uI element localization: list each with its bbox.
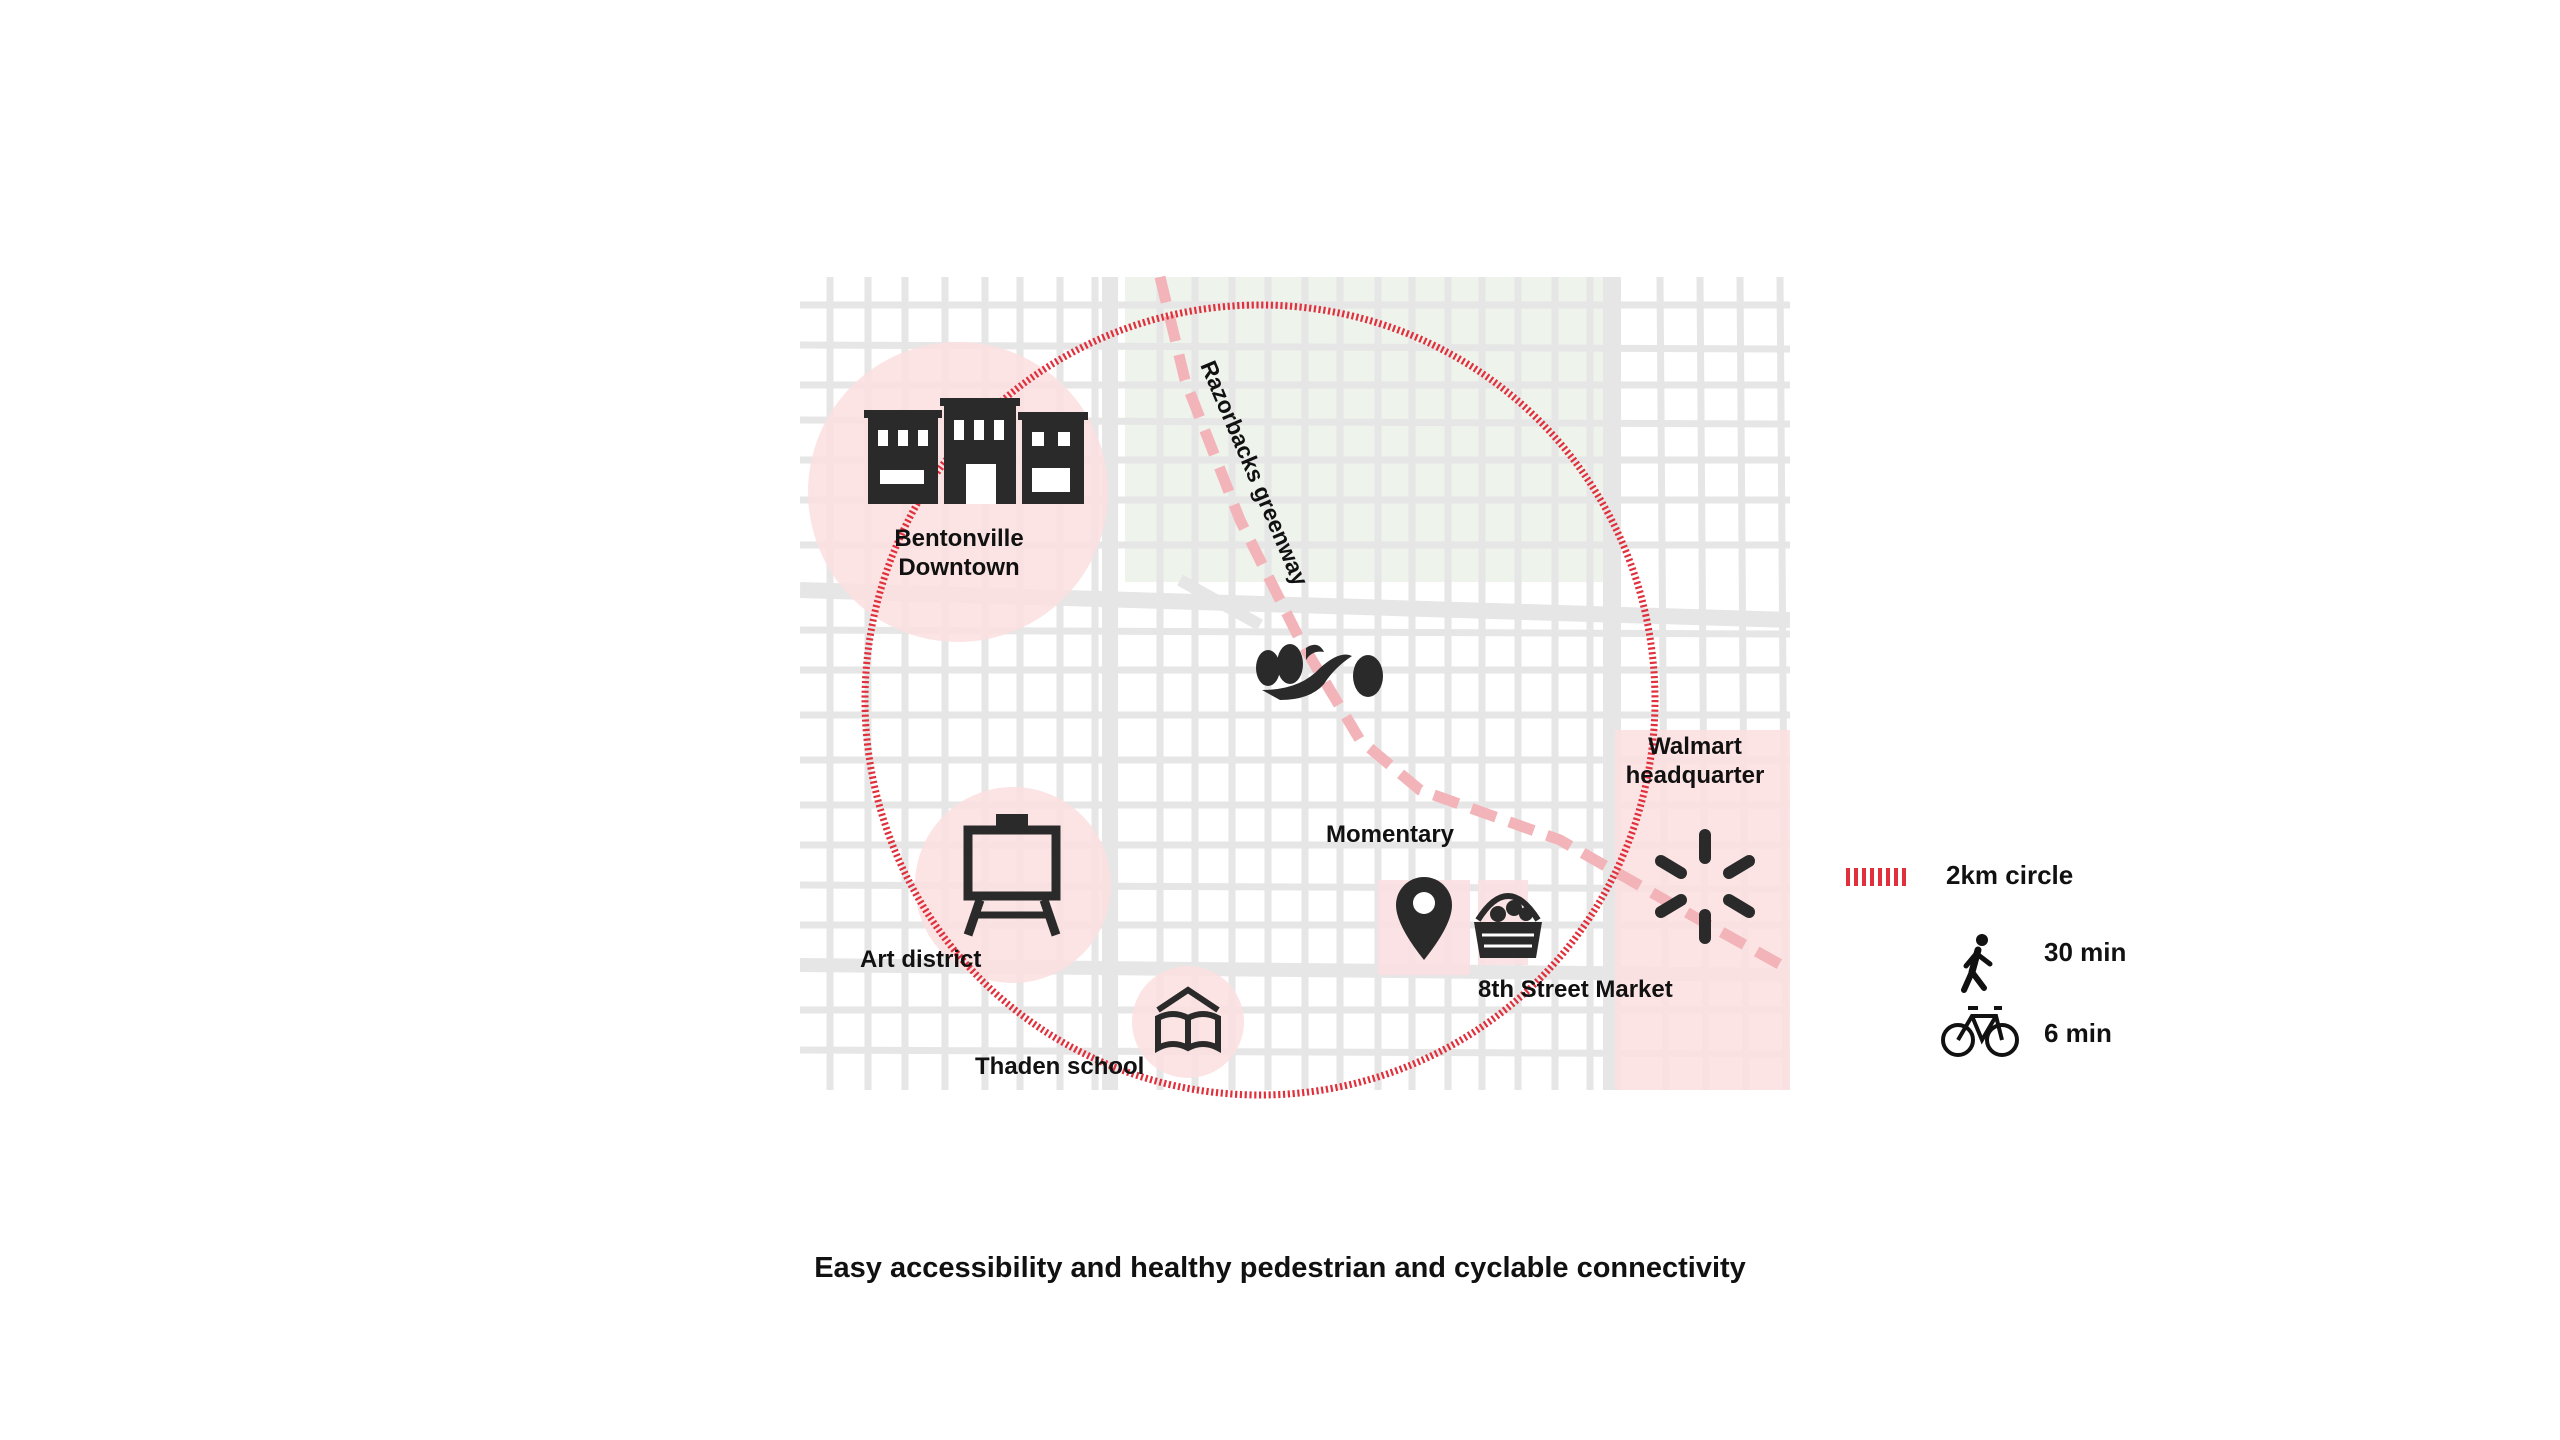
street-grid <box>800 277 1790 1090</box>
figure-caption: Easy accessibility and healthy pedestria… <box>814 1252 1746 1284</box>
easel-icon <box>963 814 1061 937</box>
legend-circle-swatch <box>1846 868 1906 886</box>
two-km-circle <box>861 301 1659 1099</box>
walmart-label-line2: headquarter <box>1625 762 1765 789</box>
park-trees-icon <box>1256 644 1383 700</box>
legend-bike: 6 min <box>2044 1018 2112 1049</box>
major-street-diagonal <box>1177 574 1263 631</box>
storefronts-icon <box>864 398 1088 504</box>
location-pin-icon <box>1396 877 1452 960</box>
pedestrian-icon <box>1961 934 1993 993</box>
downtown-label: Bentonville Downtown <box>852 524 1066 582</box>
legend-walk: 30 min <box>2044 937 2126 968</box>
thaden-school-label: Thaden school <box>975 1053 1145 1080</box>
walmart-label-line1: Walmart <box>1648 733 1742 760</box>
book-icon <box>1155 986 1221 1053</box>
basket-icon <box>1474 893 1542 958</box>
bicycle-icon <box>1941 1006 2019 1057</box>
walmart-spark-icon <box>1655 829 1755 944</box>
momentary-label: Momentary <box>1326 821 1455 848</box>
legend-circle-label: 2km circle <box>1946 860 2074 890</box>
art-district-label: Art district <box>860 946 982 973</box>
downtown-label-line1: Bentonville <box>894 525 1024 552</box>
walmart-label: Walmart headquarter <box>1610 732 1780 790</box>
eighth-street-label: 8th Street Market <box>1478 976 1673 1003</box>
legend-bike-label: 6 min <box>2044 1018 2112 1048</box>
downtown-label-line2: Downtown <box>898 554 1020 581</box>
greenway-path <box>1154 275 1793 975</box>
park-area <box>1125 277 1610 582</box>
legend-walk-label: 30 min <box>2044 937 2127 967</box>
legend-circle: 2km circle <box>1946 860 2073 891</box>
